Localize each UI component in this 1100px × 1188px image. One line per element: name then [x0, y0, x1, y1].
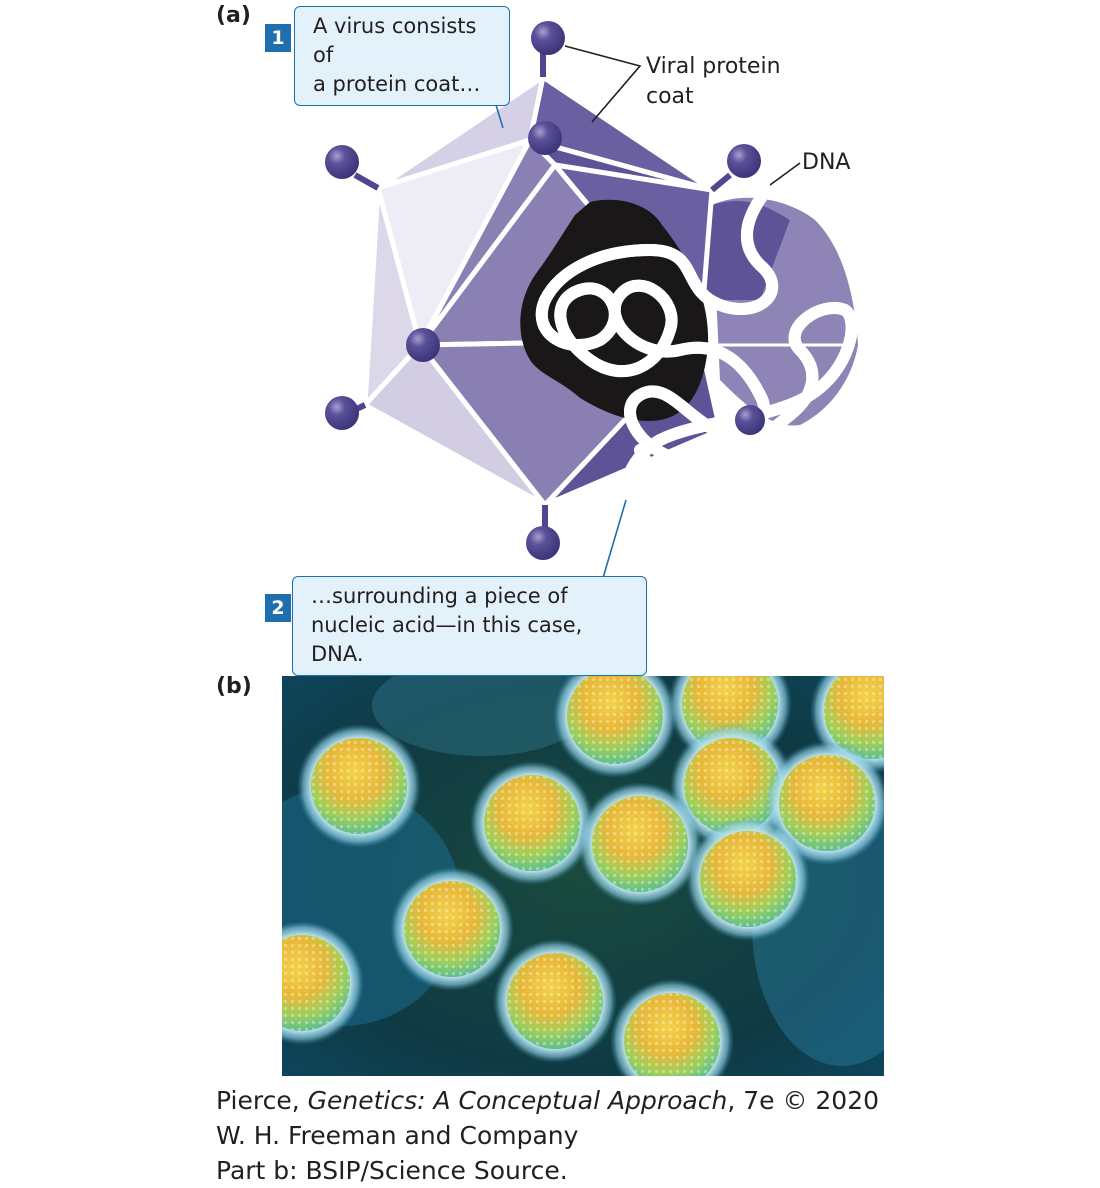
panel-label-a: (a)	[216, 3, 251, 28]
virion	[765, 741, 884, 865]
virion	[578, 782, 702, 906]
virion	[686, 817, 810, 941]
credit-block: Pierce, Genetics: A Conceptual Approach,…	[216, 1083, 879, 1188]
credit-line-1: Pierce, Genetics: A Conceptual Approach,…	[216, 1083, 879, 1118]
credit-edition: , 7e © 2020	[727, 1086, 880, 1115]
credit-book-title: Genetics: A Conceptual Approach	[307, 1086, 728, 1115]
virion	[493, 939, 617, 1063]
callout-2-line-2: nucleic acid—in this case, DNA.	[311, 613, 583, 666]
callout-2-line-1: …surrounding a piece of	[311, 584, 568, 608]
spike-ball	[406, 328, 440, 362]
step-number-1: 1	[265, 24, 291, 52]
callout-step-1: A virus consists of a protein coat…	[294, 6, 510, 106]
label-viral-protein-coat-line-1: Viral protein	[646, 54, 781, 79]
virion	[470, 761, 594, 885]
virion	[553, 676, 677, 778]
label-viral-protein-coat-line-2: coat	[646, 84, 694, 109]
capsid-spikes	[325, 21, 765, 560]
spike-ball	[727, 144, 761, 178]
label-viral-protein-coat: Viral protein coat	[646, 52, 816, 112]
panel-label-b: (b)	[216, 674, 252, 699]
spike-ball	[526, 526, 560, 560]
virion	[610, 979, 734, 1076]
callout-1-line-2: a protein coat…	[313, 72, 481, 96]
virus-micrograph	[282, 676, 884, 1076]
spike-ball	[528, 121, 562, 155]
virion	[390, 867, 514, 991]
dna-strand	[542, 180, 852, 566]
spike-ball	[531, 21, 565, 55]
virion	[297, 724, 421, 848]
virion	[670, 724, 794, 848]
spike-ball	[325, 145, 359, 179]
credit-photo: Part b: BSIP/Science Source.	[216, 1156, 568, 1185]
step-number-2: 2	[265, 594, 291, 622]
spike-ball	[735, 405, 765, 435]
leader-lines	[564, 45, 801, 186]
credit-author: Pierce,	[216, 1086, 308, 1115]
label-dna: DNA	[802, 150, 851, 175]
callout-1-line-1: A virus consists of	[313, 14, 477, 67]
virus-diagram	[325, 21, 858, 579]
callout-step-2: …surrounding a piece of nucleic acid—in …	[292, 576, 647, 676]
credit-publisher: W. H. Freeman and Company	[216, 1121, 579, 1150]
spike-ball	[325, 396, 359, 430]
virion	[282, 921, 364, 1045]
